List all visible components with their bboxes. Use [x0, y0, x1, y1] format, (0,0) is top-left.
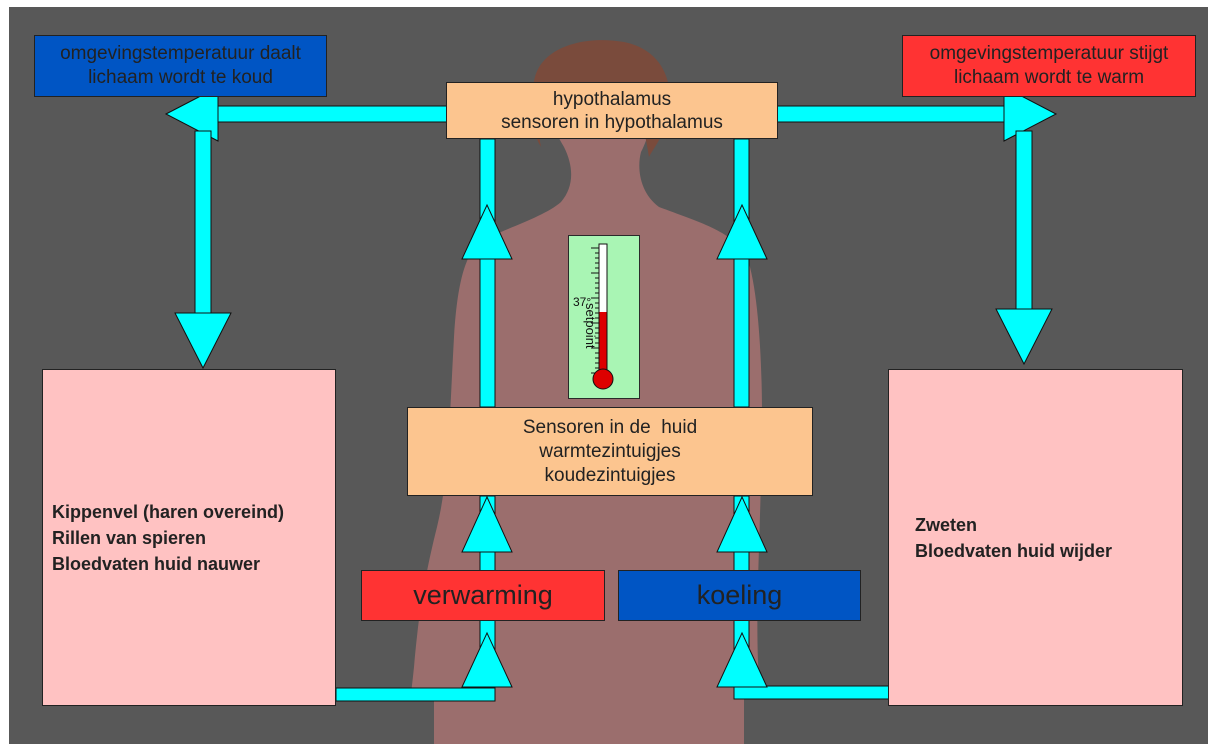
- thermometer-icon: [591, 243, 614, 390]
- hypothalamus-line2: sensoren in hypothalamus: [501, 111, 723, 133]
- cooling-label: koeling: [696, 580, 783, 610]
- thermometer-temp-label: 37°: [573, 295, 592, 309]
- response-warm-item: Bloedvaten huid wijder: [915, 540, 1113, 561]
- bar-bottom-left: [335, 687, 496, 702]
- response-warm-item: Zweten: [915, 514, 978, 535]
- skin-sensors-line1: Sensoren in de huid: [522, 416, 698, 438]
- environment-cold-line2: lichaam wordt te koud: [88, 67, 273, 88]
- thermometer-setpoint-label: setpoint: [583, 303, 598, 349]
- response-warm-box: Zweten Bloedvaten huid wijder: [888, 369, 1183, 706]
- skin-sensors-line3: koudezintuigjes: [544, 464, 676, 486]
- arm-gap-right: [744, 697, 769, 744]
- response-cold-item: Rillen van spieren: [52, 527, 207, 548]
- bar-inner-right-upper: [733, 138, 750, 408]
- cooling-box: koeling: [618, 570, 861, 621]
- arrowhead-up-left-2: [461, 495, 513, 553]
- arm-gap-left: [404, 697, 434, 744]
- hypothalamus-box: hypothalamus sensoren in hypothalamus: [446, 82, 778, 139]
- arrowhead-down-left: [174, 312, 232, 370]
- hair-shape: [530, 40, 670, 157]
- diagram-canvas: omgevingstemperatuur daalt lichaam wordt…: [9, 7, 1208, 744]
- response-cold-box: Kippenvel (haren overeind) Rillen van sp…: [42, 369, 336, 706]
- heating-box: verwarming: [361, 570, 605, 621]
- hypothalamus-line1: hypothalamus: [552, 88, 672, 110]
- heating-label: verwarming: [413, 580, 553, 610]
- arrowhead-down-right: [995, 308, 1053, 366]
- environment-cold-line1: omgevingstemperatuur daalt: [60, 43, 301, 64]
- bar-inner-left-upper: [479, 138, 496, 408]
- arrowhead-right: [1003, 86, 1058, 142]
- arrowhead-up-right-2: [716, 495, 768, 553]
- environment-warm-line1: omgevingstemperatuur stijgt: [929, 43, 1169, 64]
- bar-down-right: [1015, 130, 1033, 322]
- thermometer-bulb: [592, 368, 614, 390]
- bar-top-right: [773, 105, 1005, 123]
- arrowhead-up-left-3: [461, 631, 513, 688]
- environment-warm-line2: lichaam wordt te warm: [953, 67, 1145, 88]
- skin-sensors-box: Sensoren in de huid warmtezintuigjes kou…: [407, 407, 813, 496]
- arrow-layer: [164, 86, 1058, 702]
- bar-bottom-right: [733, 685, 890, 700]
- thermometer-panel: [568, 235, 640, 399]
- bar-down-left: [194, 130, 212, 322]
- arrowhead-up-right-1: [716, 203, 768, 260]
- arrowhead-left: [164, 86, 219, 142]
- response-cold-item: Kippenvel (haren overeind): [52, 501, 285, 522]
- environment-warm-box: omgevingstemperatuur stijgt lichaam word…: [902, 35, 1196, 97]
- environment-cold-box: omgevingstemperatuur daalt lichaam wordt…: [34, 35, 327, 97]
- arrowhead-up-left-1: [461, 203, 513, 260]
- skin-sensors-line2: warmtezintuigjes: [539, 440, 681, 462]
- arrowhead-up-right-3: [716, 631, 768, 688]
- bar-top-left: [213, 105, 450, 123]
- thermometer-mercury: [599, 312, 607, 378]
- response-cold-item: Bloedvaten huid nauwer: [52, 553, 261, 574]
